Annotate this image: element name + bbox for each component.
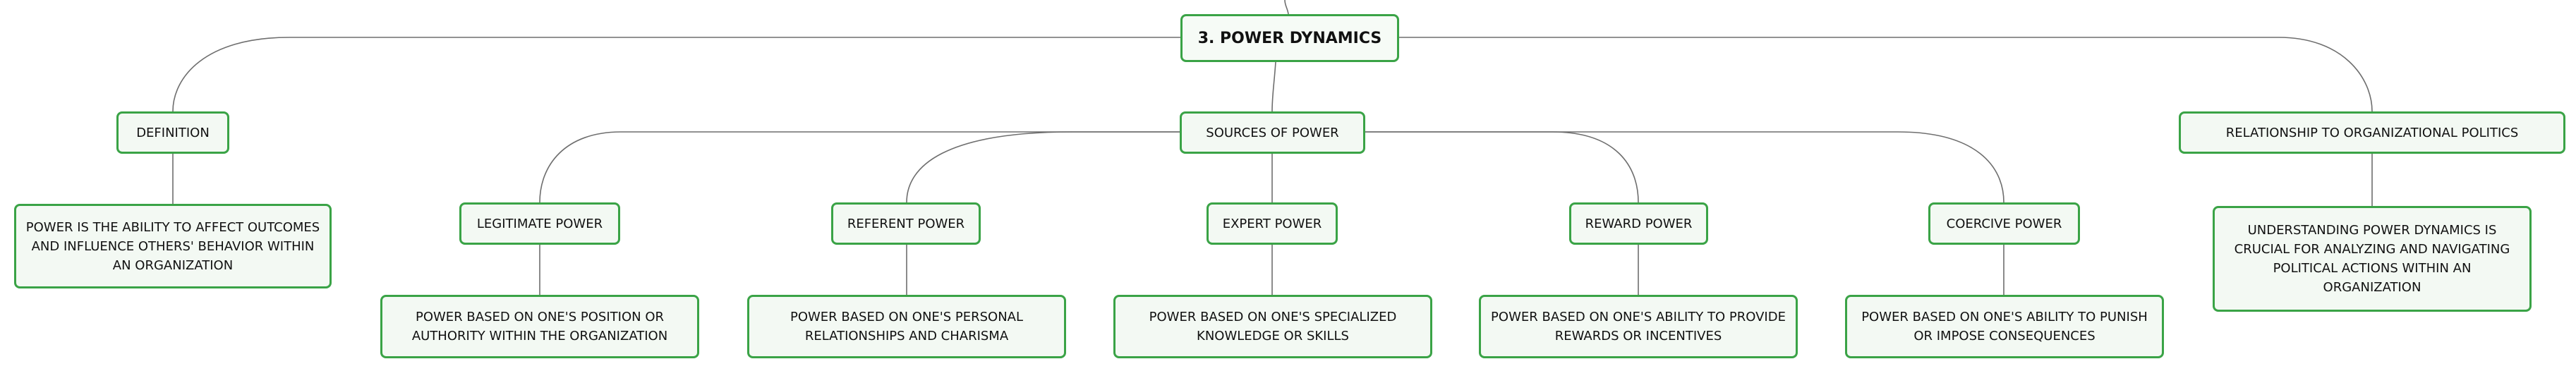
definition-text-node[interactable]: POWER IS THE ABILITY TO AFFECT OUTCOMES …: [14, 204, 332, 288]
connector-root-to-definition: [172, 37, 1180, 112]
legitimate-power-node[interactable]: LEGITIMATE POWER: [459, 202, 620, 245]
connector-parent-to-root: [1284, 0, 1289, 15]
connector-sources-to-reward: [1365, 131, 1639, 203]
connector-sources-to-legitimate: [539, 131, 1180, 203]
connector-root-to-sources: [1271, 61, 1276, 112]
referent-power-node[interactable]: REFERENT POWER: [831, 202, 981, 245]
connector-sources-to-referent: [906, 131, 1180, 203]
expert-power-node[interactable]: EXPERT POWER: [1207, 202, 1338, 245]
definition-node[interactable]: DEFINITION: [116, 111, 229, 154]
connector-root-to-politics: [1399, 37, 2373, 112]
reward-power-node[interactable]: REWARD POWER: [1569, 202, 1708, 245]
referent-power-text-node[interactable]: POWER BASED ON ONE'S PERSONAL RELATIONSH…: [747, 295, 1066, 358]
connector-sources-to-coercive: [1365, 131, 2004, 203]
expert-power-text-node[interactable]: POWER BASED ON ONE'S SPECIALIZED KNOWLED…: [1113, 295, 1432, 358]
sources-of-power-node[interactable]: SOURCES OF POWER: [1180, 111, 1365, 154]
reward-power-text-node[interactable]: POWER BASED ON ONE'S ABILITY TO PROVIDE …: [1479, 295, 1798, 358]
coercive-power-text-node[interactable]: POWER BASED ON ONE'S ABILITY TO PUNISH O…: [1845, 295, 2164, 358]
politics-text-node[interactable]: UNDERSTANDING POWER DYNAMICS IS CRUCIAL …: [2213, 206, 2532, 312]
politics-node[interactable]: RELATIONSHIP TO ORGANIZATIONAL POLITICS: [2179, 111, 2565, 154]
legitimate-power-text-node[interactable]: POWER BASED ON ONE'S POSITION OR AUTHORI…: [380, 295, 699, 358]
root-node[interactable]: 3. POWER DYNAMICS: [1180, 14, 1399, 62]
coercive-power-node[interactable]: COERCIVE POWER: [1928, 202, 2080, 245]
